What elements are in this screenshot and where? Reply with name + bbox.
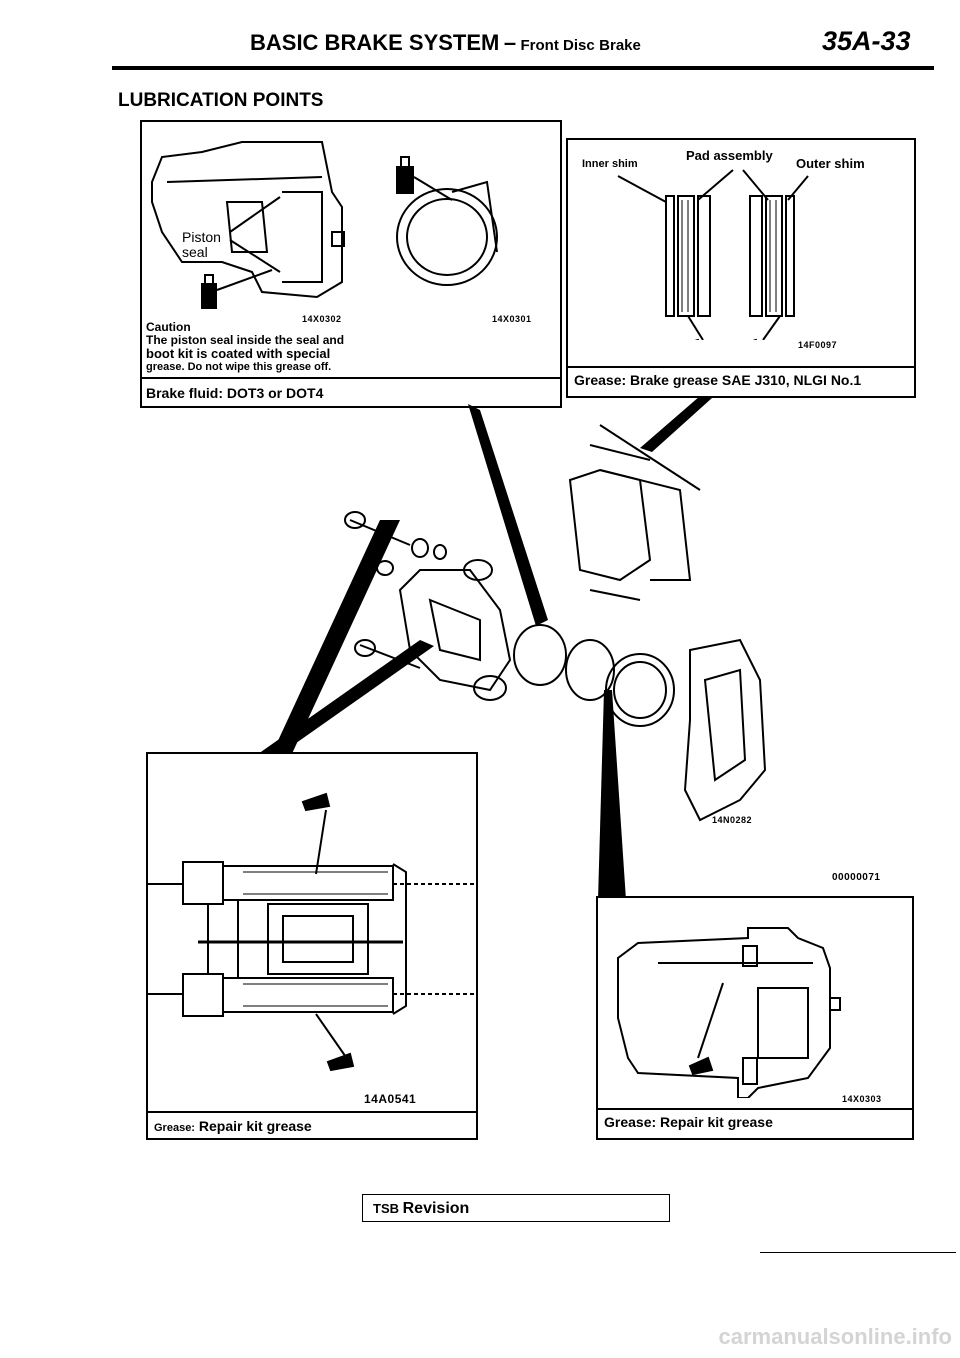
page-number: 35A-33 — [822, 26, 911, 56]
outer-shim-label: Outer shim — [796, 156, 865, 171]
pad-grease-value: Brake grease SAE J310, NLGI No.1 — [630, 372, 862, 388]
header-dash: – — [503, 30, 517, 55]
panel-divider — [142, 377, 560, 379]
caliper-bushing-illustration — [617, 927, 841, 1098]
header-rule — [112, 66, 934, 70]
pad-assembly-label: Pad assembly — [686, 148, 773, 163]
header-subtitle-end: Brake — [599, 37, 641, 54]
caliper-section-illustration — [148, 792, 476, 1072]
watermark: carmanualsonline.info — [718, 1324, 953, 1349]
tsb-row: TSB Revision — [373, 1200, 469, 1218]
panel-brake-fluid: Piston seal 14X0302 14X0301 Caution The … — [140, 120, 562, 408]
pad-grease-label: Grease: — [574, 372, 627, 388]
figure-code-14x0303: 14X0303 — [842, 1094, 882, 1104]
pointer-wedge-top-right — [640, 396, 712, 452]
brake-fluid-value: DOT3 or DOT4 — [226, 385, 324, 401]
figure-code-00000071: 00000071 — [832, 872, 881, 883]
brake-fluid-row: Brake fluid: DOT3 or DOT4 — [146, 385, 323, 401]
tsb-label: TSB — [373, 1201, 399, 1216]
caution-line-2: boot kit is coated with special — [146, 346, 331, 361]
pointer-wedge-top-left — [468, 404, 548, 626]
panel-pad-grease: Inner shim Pad assembly Outer shim 14F00… — [566, 138, 916, 398]
panel-divider — [568, 366, 914, 368]
figure-code-14f0097: 14F0097 — [798, 340, 838, 350]
bushing-grease-text: Grease: Repair kit grease — [604, 1114, 773, 1130]
page-header: BASIC BRAKE SYSTEM – Front Disc Brake 35… — [250, 26, 911, 56]
pointer-wedge-bottom-right — [598, 690, 626, 900]
pad-assembly-illustration — [617, 169, 809, 340]
panel-bushing-grease: 14X0303 Grease: Repair kit grease — [596, 896, 914, 1140]
slide-pin-grease-value: Repair kit grease — [198, 1118, 312, 1134]
slide-pin-grease-row: Grease: Repair kit grease — [154, 1118, 312, 1134]
section-title: LUBRICATION POINTS — [118, 90, 324, 111]
revision-label: Revision — [402, 1200, 470, 1217]
slide-pin-grease-label: Grease: — [154, 1122, 195, 1134]
panel-slide-pin-grease: 14A0541 Grease: Repair kit grease — [146, 752, 478, 1140]
caution-line-1: The piston seal inside the seal and — [146, 333, 345, 347]
panel-divider — [148, 1111, 476, 1113]
caution-line-3: grease. Do not wipe this grease off. — [146, 361, 332, 373]
inner-shim-label: Inner shim — [582, 158, 638, 170]
tsb-revision-box: TSB Revision — [362, 1194, 670, 1222]
header-subtitle: Front Disc — [520, 37, 595, 54]
caution-title: Caution — [146, 320, 191, 334]
pointer-wedge-bottom-left — [258, 640, 434, 760]
pad-grease-row: Grease: Brake grease SAE J310, NLGI No.1 — [574, 372, 861, 388]
header-title: BASIC BRAKE SYSTEM — [250, 30, 500, 55]
pointer-wedge-left — [270, 520, 400, 758]
piston-seal-label: Piston seal — [182, 229, 221, 260]
figure-code-14a0541: 14A0541 — [364, 1092, 417, 1106]
brake-fluid-label: Brake fluid: — [146, 385, 224, 401]
footer-rule — [760, 1252, 956, 1253]
piston-seal-illustration — [151, 141, 498, 309]
figure-code-14n0282: 14N0282 — [712, 815, 753, 825]
figure-code-14x0301: 14X0301 — [492, 314, 532, 324]
panel-divider — [598, 1108, 912, 1110]
figure-code-14x0302: 14X0302 — [302, 314, 342, 324]
